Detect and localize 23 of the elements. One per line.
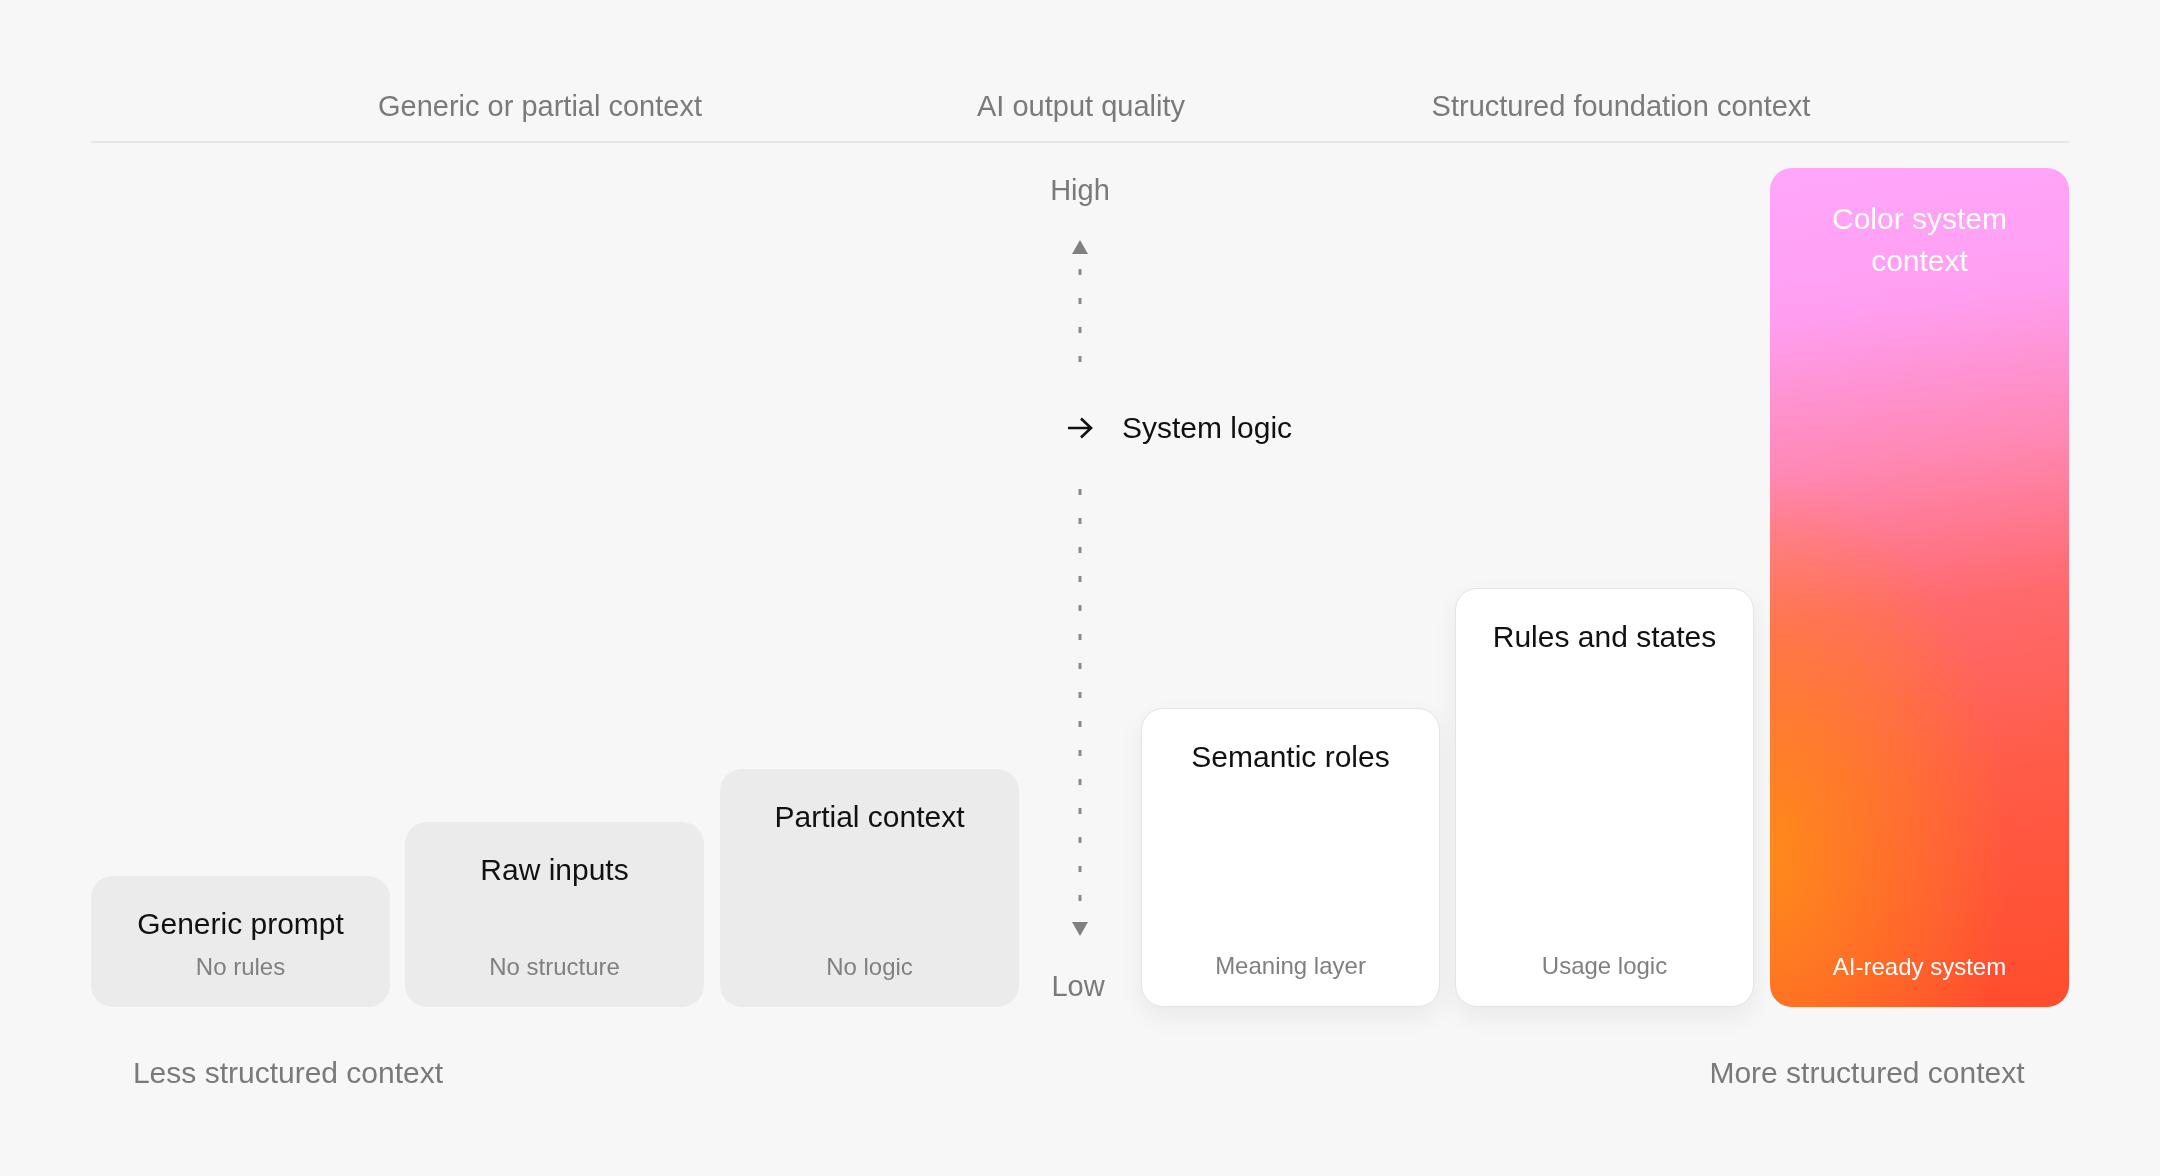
- scale-label: More structured context: [1709, 1056, 2025, 1090]
- context-card: [1141, 708, 1440, 1007]
- card-caption: No structure: [489, 953, 620, 981]
- card-title: Generic prompt: [137, 906, 344, 942]
- card-title: Partial context: [774, 799, 965, 835]
- card-caption: Usage logic: [1541, 952, 1668, 980]
- scale-label: Less structured context: [132, 1056, 444, 1090]
- axis-end-label: Low: [1051, 969, 1105, 1003]
- column-heading: Structured foundation context: [1431, 89, 1811, 123]
- card-title: Color system context: [1830, 201, 2008, 279]
- marker-label: System logic: [1122, 411, 1293, 445]
- context-card: [1455, 588, 1754, 1007]
- card-title: Semantic roles: [1191, 739, 1390, 775]
- card-caption: Meaning layer: [1215, 952, 1366, 980]
- card-caption: No logic: [826, 953, 913, 981]
- context-card: [1770, 168, 2069, 1007]
- card-caption: AI-ready system: [1832, 953, 2007, 981]
- card-title: Rules and states: [1492, 619, 1717, 655]
- card-caption: No rules: [195, 953, 286, 981]
- axis-end-label: High: [1050, 173, 1110, 207]
- card-title: Raw inputs: [480, 852, 629, 888]
- column-heading: Generic or partial context: [378, 89, 702, 123]
- axis-title: AI output quality: [977, 89, 1185, 123]
